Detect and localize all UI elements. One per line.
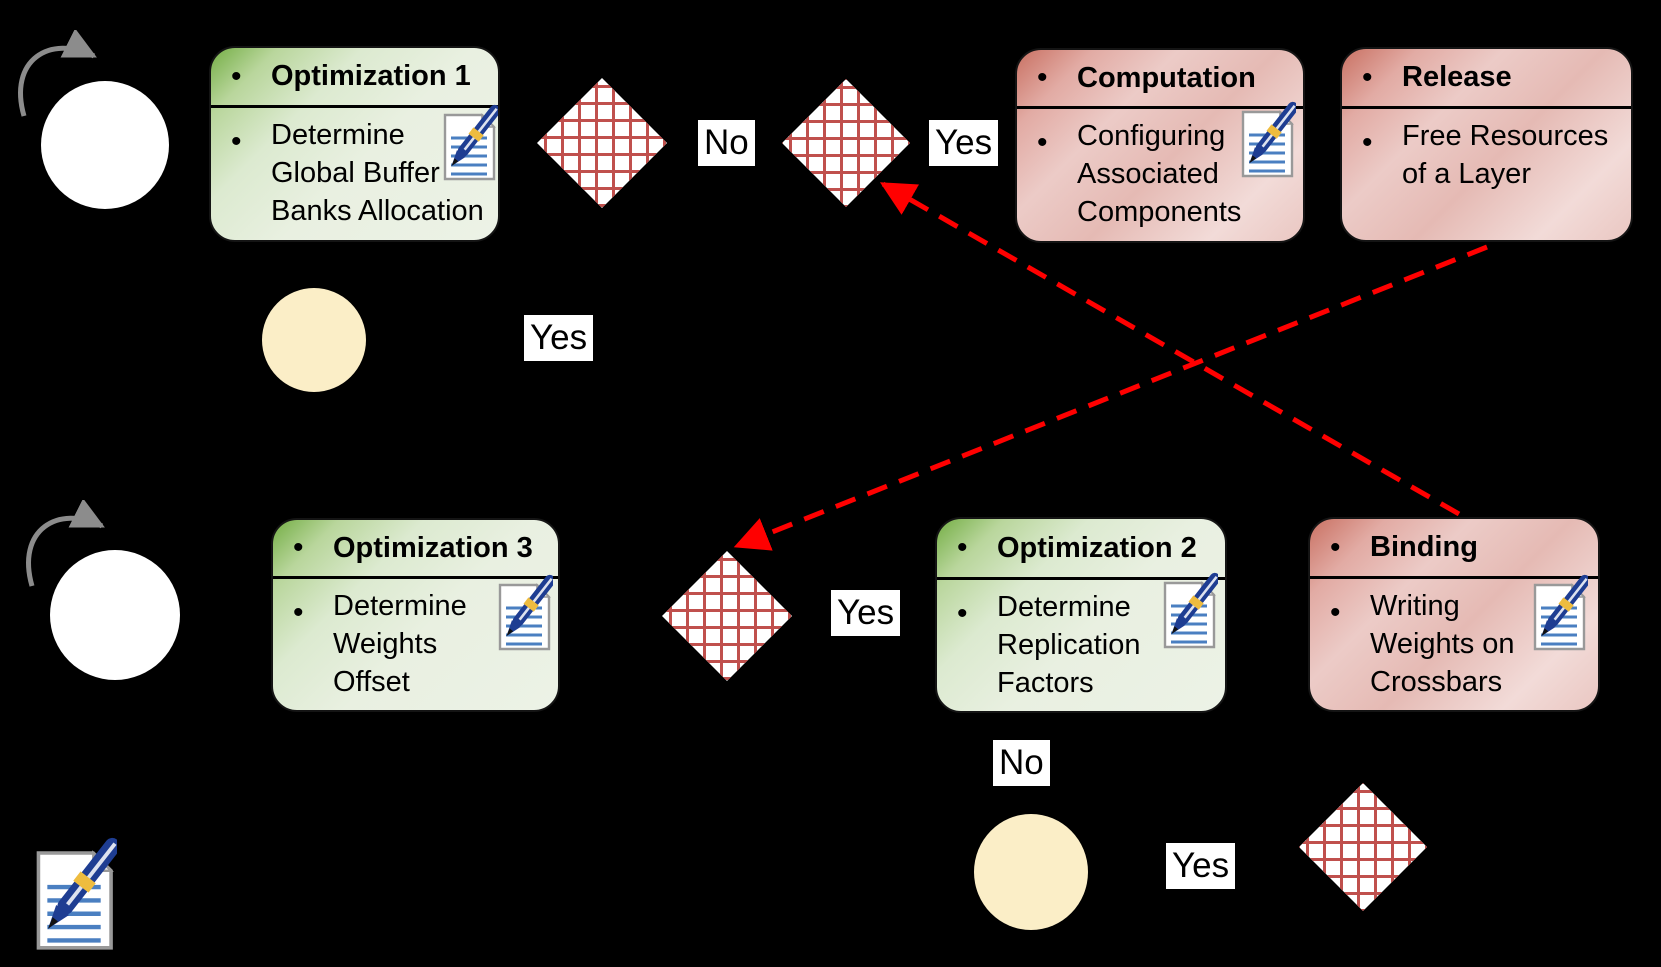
note-pen-icon: [1240, 100, 1296, 178]
node-body-text: Determine Global Buffer Banks Allocation: [271, 119, 484, 227]
node-title: Binding: [1370, 531, 1478, 563]
node-body-text: Configuring Associated Components: [1077, 120, 1242, 228]
label-yes-middle: Yes: [831, 590, 901, 636]
bullet-icon: •: [1362, 126, 1373, 159]
node-body-text: Writing Weights on Crossbars: [1370, 590, 1515, 698]
label-yes-bottom: Yes: [1166, 843, 1236, 889]
state-circle-top: [41, 81, 169, 209]
note-pen-icon: [1162, 571, 1218, 649]
self-loop-arrow-bottom: [26, 500, 105, 587]
bullet-icon: •: [293, 531, 304, 564]
note-pen-icon: [497, 573, 553, 651]
node-title: Optimization 3: [333, 531, 533, 564]
node-optimization2: • Optimization 2 • Determine Replication…: [935, 517, 1227, 713]
node-body-text: Determine Weights Offset: [333, 590, 467, 698]
node-title: Optimization 1: [271, 60, 471, 92]
decision-diamond-4: [1299, 783, 1427, 911]
bullet-icon: •: [957, 531, 968, 564]
bullet-icon: •: [1362, 60, 1373, 94]
decision-diamond-2: [782, 79, 910, 207]
node-body-text: Free Resources of a Layer: [1402, 120, 1609, 190]
decision-diamond-3: [662, 551, 792, 681]
decision-diamond-1: [537, 78, 667, 208]
bullet-icon: •: [1330, 530, 1341, 564]
bullet-icon: •: [293, 596, 304, 629]
label-no-top: No: [698, 120, 755, 166]
node-title: Release: [1402, 61, 1512, 93]
self-loop-arrow-top: [18, 30, 97, 117]
bullet-icon: •: [1330, 596, 1341, 629]
label-yes-upper-left: Yes: [524, 315, 594, 361]
label-no-bottom: No: [993, 740, 1050, 786]
node-release: • Release • Free Resources of a Layer: [1340, 47, 1633, 242]
node-title: Computation: [1077, 61, 1256, 94]
note-pen-icon: [1532, 573, 1588, 651]
bullet-icon: •: [957, 597, 968, 630]
note-pen-icon: [442, 103, 498, 181]
bullet-icon: •: [1037, 61, 1048, 94]
release-to-diamond3-arrow: [733, 244, 1488, 551]
label-yes-top: Yes: [929, 120, 999, 166]
wait-circle-lower: [974, 814, 1088, 930]
wait-circle-upper: [262, 288, 366, 392]
bullet-icon: •: [231, 125, 242, 158]
node-title: Optimization 2: [997, 531, 1197, 564]
note-pen-icon: [34, 835, 117, 951]
bullet-icon: •: [231, 59, 242, 93]
node-body-text: Determine Replication Factors: [997, 591, 1141, 699]
state-circle-bottom: [50, 550, 180, 680]
bullet-icon: •: [1037, 126, 1048, 159]
